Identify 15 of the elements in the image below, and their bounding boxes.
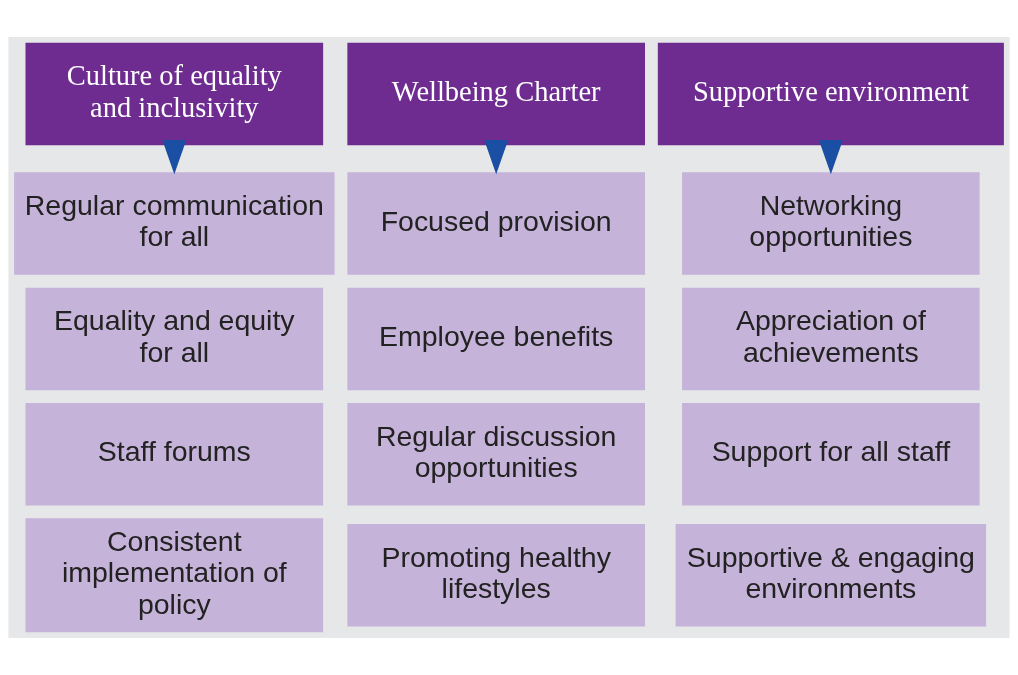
node-box: Staff forums [25,403,324,506]
node-box: Regular communication for all [14,172,335,275]
node-box: Appreciation of achievements [682,287,980,391]
node-box: Networking opportunities [682,172,980,275]
arrow [162,139,187,175]
node-box: Focused provision [347,172,645,275]
arrow [818,139,843,175]
node-box: Employee benefits [347,287,645,391]
node-box: Promoting healthy lifestyles [347,524,645,627]
node-box: Regular discussion opportunities [347,403,645,506]
node-box: Equality and equity for all [25,287,324,391]
node-box: Consistent implementation of policy [25,518,324,633]
arrow [484,139,509,175]
node-box: Supportive & engaging environments [675,524,987,627]
node-box: Support for all staff [682,403,980,506]
